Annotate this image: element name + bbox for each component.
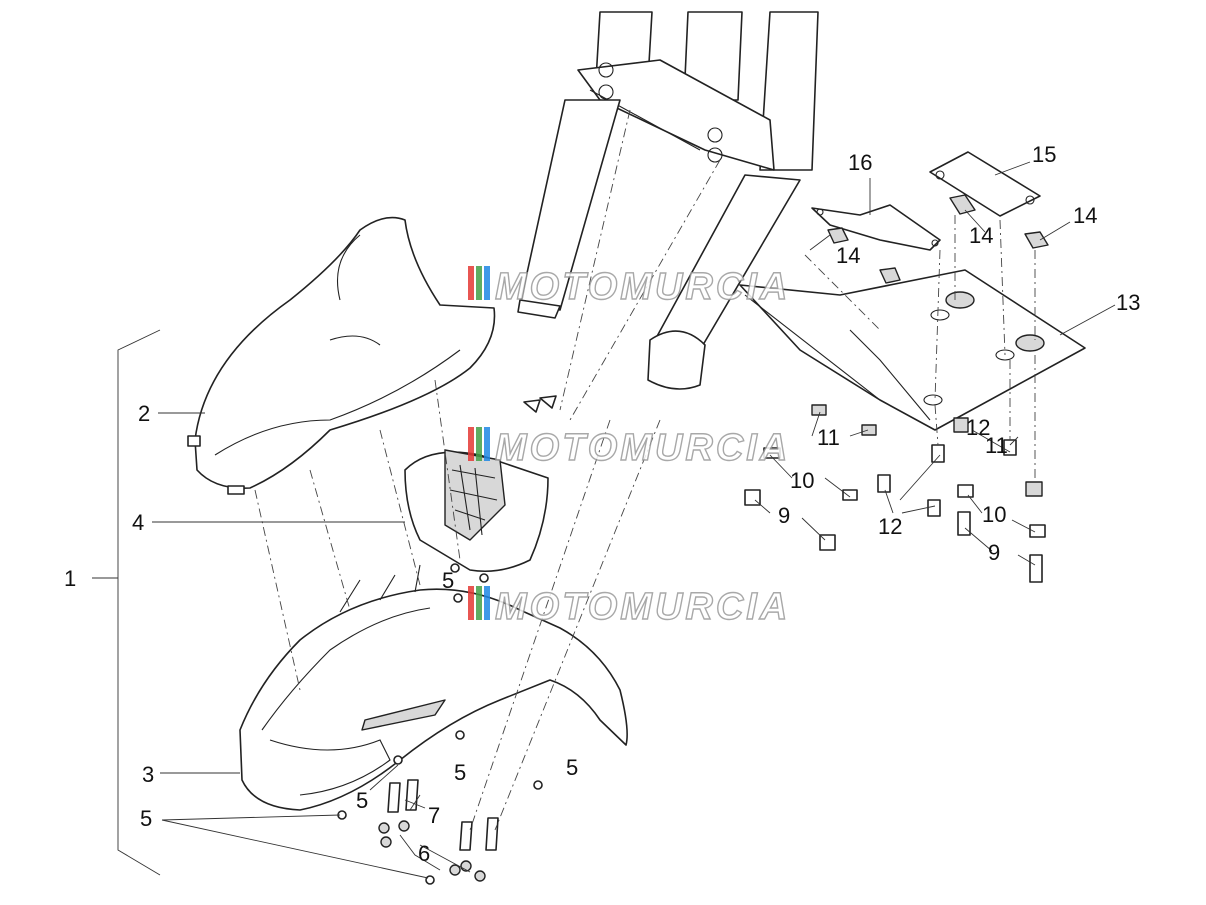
watermark-stripe [468, 586, 474, 620]
watermark-stripe [476, 266, 482, 300]
callout-14b: 14 [969, 223, 993, 248]
watermark-text: MOTOMURCIA [495, 266, 790, 308]
callout-12a: 12 [878, 514, 902, 539]
watermark-1: MOTOMURCIA [468, 265, 790, 309]
callout-5e: 5 [140, 806, 152, 831]
callout-6: 6 [418, 841, 430, 866]
callout-9a: 9 [778, 503, 790, 528]
callout-5c: 5 [566, 755, 578, 780]
callout-3: 3 [142, 762, 154, 787]
callout-labels: 1 2 3 4 5 5 5 5 5 6 7 9 9 10 10 11 11 12… [64, 142, 1140, 866]
callout-4: 4 [132, 510, 144, 535]
callout-1: 1 [64, 566, 76, 591]
callout-16: 16 [848, 150, 872, 175]
watermark-stripe [484, 427, 490, 461]
callout-9b: 9 [988, 540, 1000, 565]
callout-5d: 5 [356, 788, 368, 813]
callout-14a: 14 [836, 243, 860, 268]
watermark-stripe [468, 427, 474, 461]
watermark-stripe [468, 266, 474, 300]
bracket-15 [929, 151, 1041, 217]
callout-12b: 12 [966, 415, 990, 440]
watermark-stripe [484, 266, 490, 300]
watermark-stripe [476, 586, 482, 620]
inner-mudguard [404, 449, 549, 573]
callout-10a: 10 [790, 468, 814, 493]
callout-15: 15 [1032, 142, 1056, 167]
callout-10b: 10 [982, 502, 1006, 527]
upper-mudguard-cover [187, 216, 496, 495]
front-fork [517, 11, 819, 390]
watermark-3: MOTOMURCIA [468, 585, 790, 629]
callout-2: 2 [138, 401, 150, 426]
leader-lines [92, 161, 1116, 879]
watermark-stripe [476, 427, 482, 461]
callout-11a: 11 [817, 425, 840, 450]
assembly-lines [254, 109, 1036, 831]
watermark-stripe [484, 586, 490, 620]
skid-plate [739, 269, 1086, 431]
callout-14c: 14 [1073, 203, 1097, 228]
callout-5b: 5 [454, 760, 466, 785]
callout-5a: 5 [442, 568, 454, 593]
callout-13: 13 [1116, 290, 1140, 315]
callout-11b: 11 [985, 433, 1008, 458]
callout-7: 7 [428, 803, 440, 828]
bracket-16 [811, 204, 941, 251]
watermark-2: MOTOMURCIA [468, 426, 790, 470]
watermark-text: MOTOMURCIA [495, 427, 790, 469]
front-mudguard [239, 564, 628, 811]
watermark-text: MOTOMURCIA [495, 586, 790, 628]
